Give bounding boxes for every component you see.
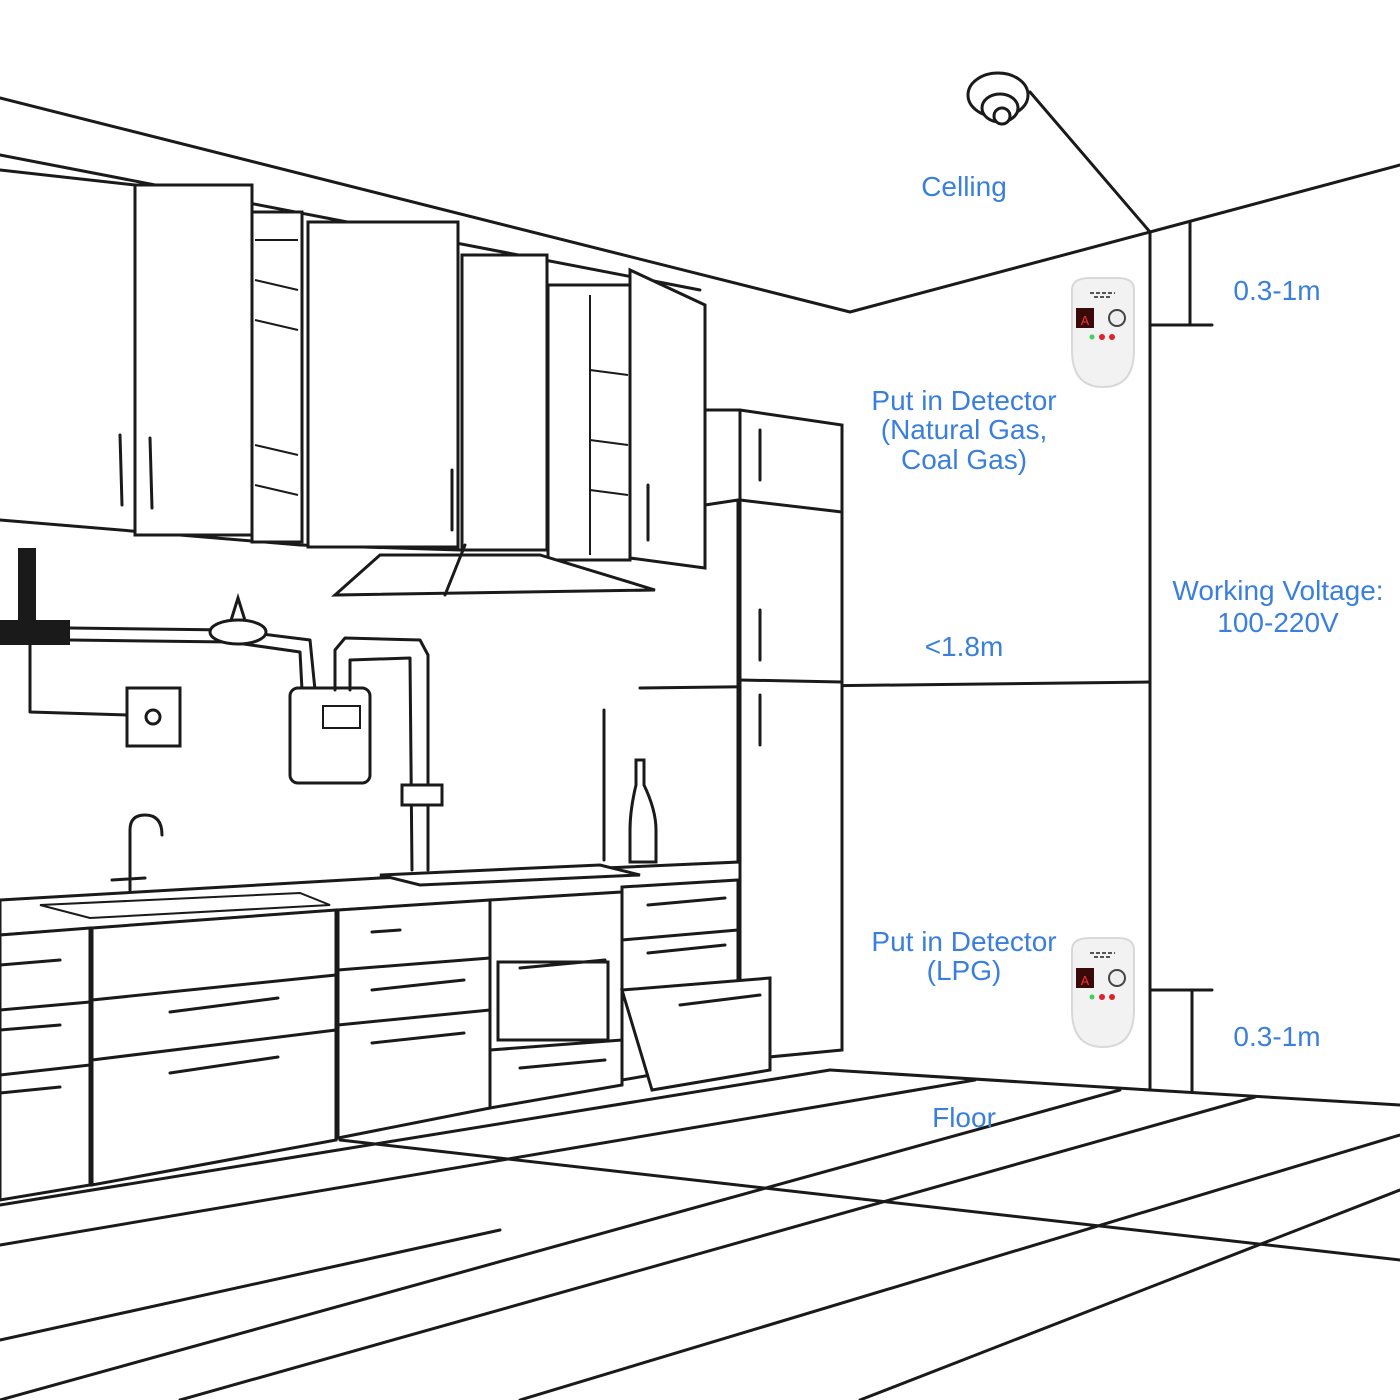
bottom-detector-label-1: Put in Detector: [871, 926, 1057, 957]
voltage-label-1: Working Voltage:: [1172, 575, 1384, 606]
height-limit-label: <1.8m: [924, 631, 1004, 662]
ceiling-label: Celling: [921, 171, 1007, 202]
wall-detector-bottom-icon: A: [1071, 937, 1135, 1049]
floor-grid: [0, 1068, 1400, 1400]
detector-display: A: [1081, 974, 1090, 990]
upper-cabinets: [0, 168, 707, 597]
detector-display: A: [1081, 314, 1090, 330]
bottom-distance-label: 0.3-1m: [1233, 1021, 1321, 1052]
top-detector-label-3: Coal Gas): [900, 444, 1028, 475]
ceiling-detector-icon: [966, 71, 1152, 234]
bottom-detector-label-2: (LPG): [926, 955, 1002, 986]
voltage-label-2: 100-220V: [1217, 607, 1339, 638]
wall-detector-top-icon: A: [1071, 277, 1135, 389]
measure-brackets: [1148, 220, 1214, 1094]
top-detector-label-2: (Natural Gas,: [880, 414, 1048, 445]
top-detector-label-1: Put in Detector: [871, 385, 1057, 416]
floor-label: Floor: [932, 1102, 996, 1133]
top-distance-label: 0.3-1m: [1233, 275, 1321, 306]
gas-pipes: [0, 548, 658, 872]
lower-cabinets: [0, 813, 772, 1202]
